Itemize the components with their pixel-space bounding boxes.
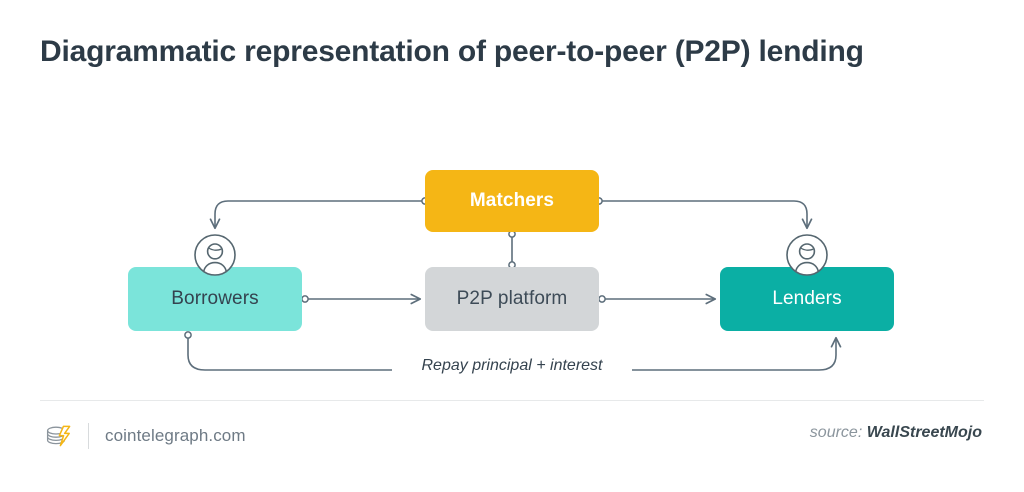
footer-vertical-divider: [88, 423, 89, 449]
cointelegraph-coins-icon: [46, 425, 71, 447]
node-lenders-label: Lenders: [772, 288, 842, 309]
source-prefix-label: source:: [809, 424, 863, 441]
node-matchers-label: Matchers: [469, 190, 555, 211]
node-matchers[interactable]: Matchers: [425, 170, 599, 232]
footer-site-label: cointelegraph.com: [105, 426, 246, 445]
node-borrowers-label: Borrowers: [171, 288, 259, 309]
person-circle-icon: [194, 234, 236, 276]
person-circle-icon: [786, 234, 828, 276]
source-name-label: WallStreetMojo: [866, 424, 982, 441]
footer-source: source: WallStreetMojo: [810, 424, 982, 442]
edge-dot-platform-right: [598, 295, 606, 303]
edge-matchers-to-borrowers: [215, 200, 426, 228]
page-title: Diagrammatic representation of peer-to-p…: [40, 35, 864, 68]
edge-matchers-to-lenders: [598, 200, 807, 228]
node-p2p-platform[interactable]: P2P platform: [425, 267, 599, 331]
node-lenders[interactable]: Lenders: [720, 267, 894, 331]
node-borrowers[interactable]: Borrowers: [128, 267, 302, 331]
footer-branding: cointelegraph.com: [44, 418, 246, 454]
edge-dot-borrowers-right: [301, 295, 309, 303]
edge-label-repay: Repay principal + interest: [392, 357, 632, 375]
edge-dot-borrowers-bottom: [184, 331, 192, 339]
node-platform-label: P2P platform: [456, 288, 568, 309]
footer-divider-rule: [40, 400, 984, 401]
